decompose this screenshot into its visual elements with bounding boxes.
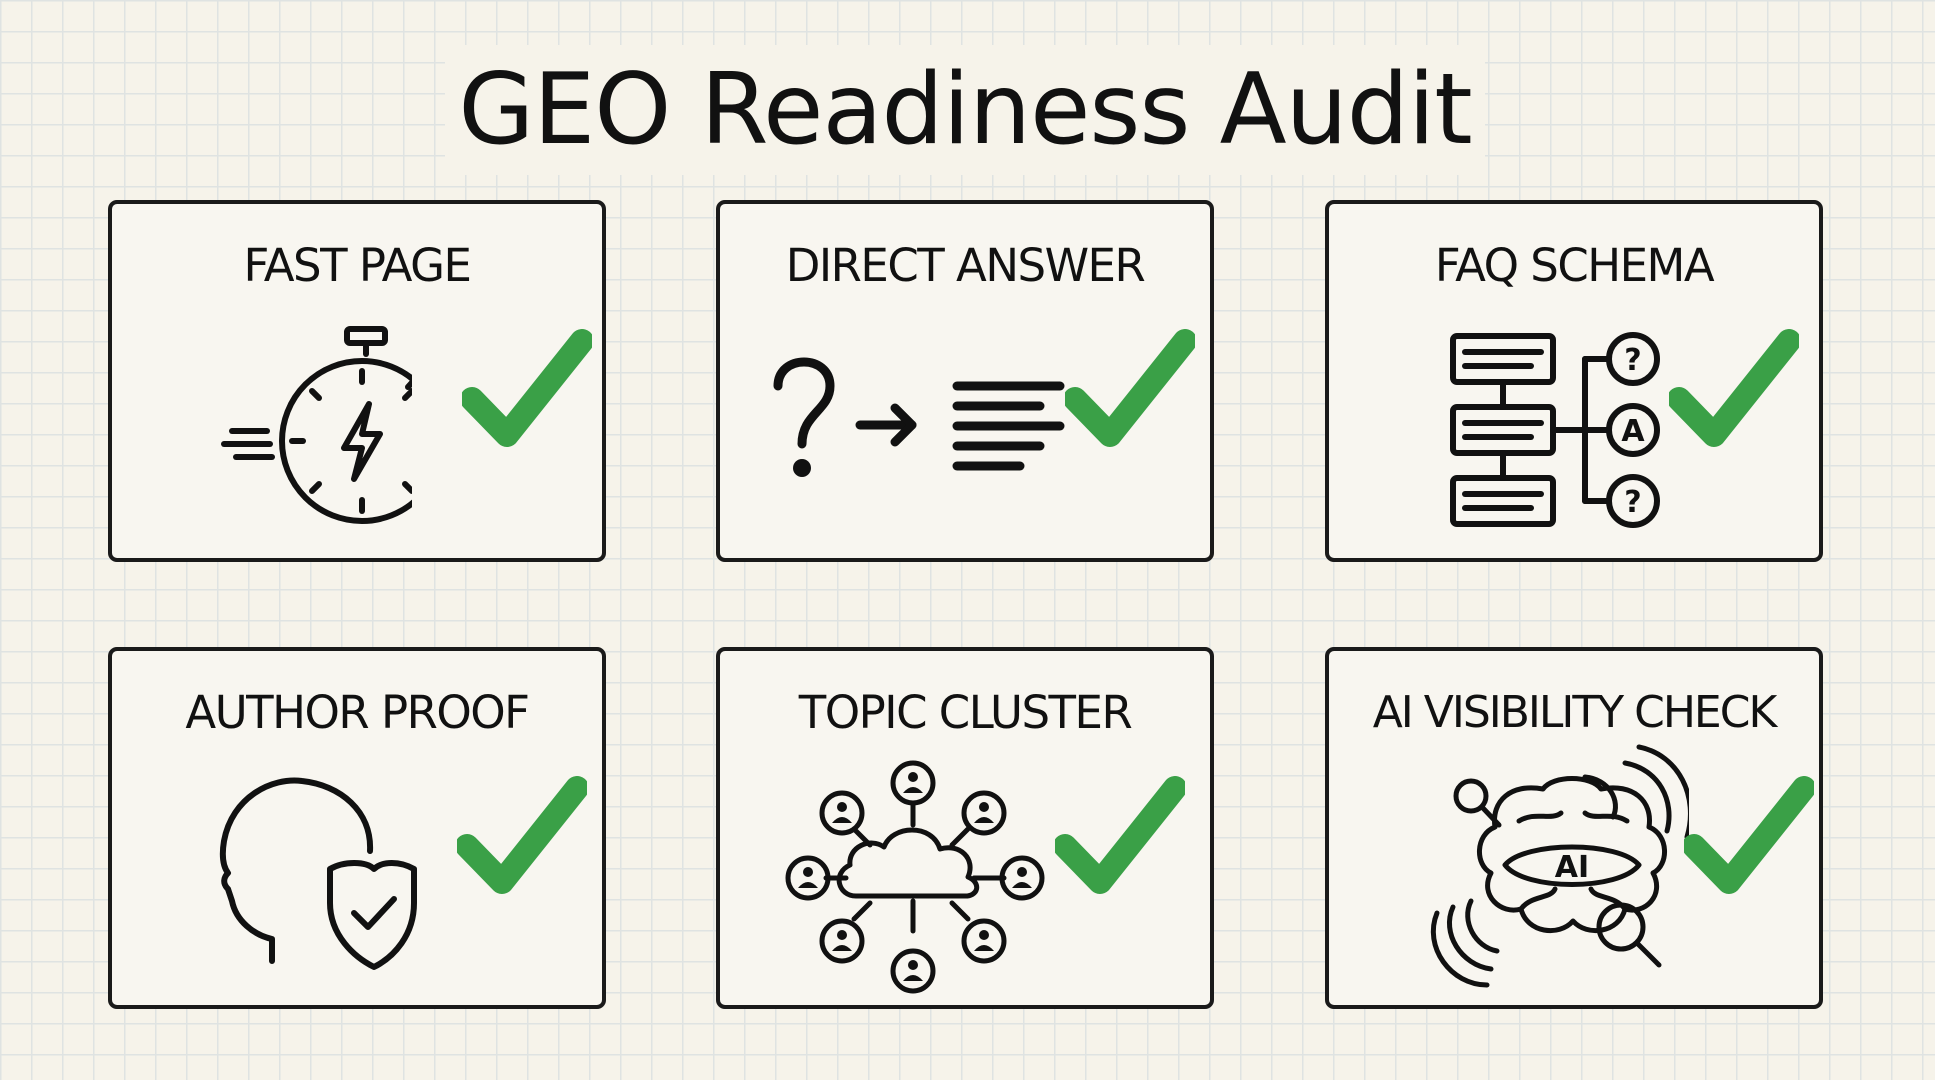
topic-cluster-cloud-icon	[785, 760, 1045, 994]
check-icon	[462, 329, 592, 447]
card-label: AUTHOR PROOF	[185, 686, 530, 739]
faq-node-answer: A	[1621, 414, 1645, 449]
check-icon	[457, 776, 587, 894]
audit-card-direct-answer: DIRECT ANSWER	[716, 200, 1214, 562]
check-icon	[1684, 776, 1814, 894]
card-label: FAQ SCHEMA	[1434, 239, 1715, 292]
author-shield-icon	[219, 777, 417, 970]
check-icon	[1669, 329, 1799, 447]
ai-label: AI	[1555, 850, 1589, 885]
audit-card-author-proof: AUTHOR PROOF	[108, 647, 606, 1009]
card-label: AI VISIBILITY CHECK	[1372, 687, 1778, 738]
faq-node-question: ?	[1624, 343, 1641, 378]
stopwatch-lightning-icon	[221, 326, 412, 524]
audit-card-faq-schema: FAQ SCHEMA ? A ?	[1325, 200, 1823, 562]
check-icon	[1055, 776, 1185, 894]
page-title: GEO Readiness Audit	[445, 45, 1485, 175]
audit-card-ai-visibility-check: AI VISIBILITY CHECK AI	[1325, 647, 1823, 1009]
ai-brain-search-icon: AI	[1430, 744, 1689, 988]
check-icon	[1065, 329, 1195, 447]
faq-node-question: ?	[1624, 485, 1641, 520]
question-to-answer-icon	[773, 357, 1065, 477]
audit-card-fast-page: FAST PAGE	[108, 200, 606, 562]
card-label: DIRECT ANSWER	[785, 239, 1146, 292]
card-label: FAST PAGE	[243, 239, 472, 292]
faq-schema-tree-icon: ? A ?	[1450, 332, 1660, 528]
audit-card-topic-cluster: TOPIC CLUSTER	[716, 647, 1214, 1009]
card-label: TOPIC CLUSTER	[798, 686, 1133, 739]
